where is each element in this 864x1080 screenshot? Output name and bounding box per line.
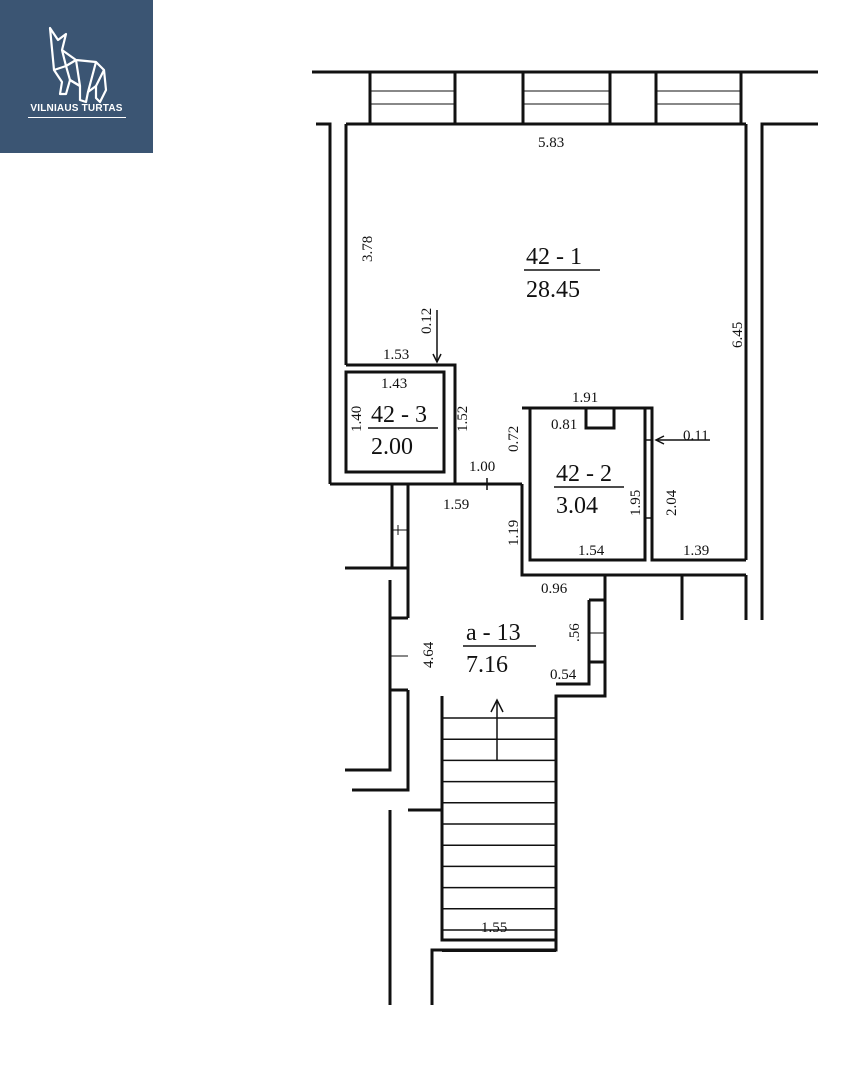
dimension-marks — [432, 310, 710, 490]
dim-label: 0.81 — [551, 417, 577, 433]
dim-label: 6.45 — [730, 322, 746, 348]
dim-label: 1.00 — [469, 459, 495, 475]
dim-label: 1.43 — [381, 376, 407, 392]
dim-label: 1.40 — [349, 406, 365, 432]
room-area: 7.16 — [466, 652, 508, 678]
dim-label: 1.53 — [383, 347, 409, 363]
dim-label: 1.95 — [628, 490, 644, 516]
dimension-labels: 5.83 3.78 6.45 0.12 1.53 1.43 1.40 1.52 … — [349, 135, 746, 936]
window — [521, 70, 612, 126]
room-42-2-walls — [520, 406, 746, 600]
dim-label: 1.91 — [572, 390, 598, 406]
dim-label: 3.78 — [360, 236, 376, 262]
dim-label: 1.54 — [578, 543, 605, 559]
staircase — [442, 696, 558, 952]
dim-label: 2.04 — [664, 489, 680, 516]
window — [368, 70, 457, 126]
window — [654, 70, 743, 126]
dim-label: 1.39 — [683, 543, 709, 559]
dim-label: 1.59 — [443, 497, 469, 513]
dim-label: 5.83 — [538, 135, 564, 151]
brand-name: VILNIAUS TURTAS — [30, 103, 123, 114]
dim-label: 0.96 — [541, 581, 568, 597]
dim-label: .56 — [567, 623, 583, 642]
corridor-a-13-walls — [345, 484, 607, 1005]
dim-label: 1.52 — [455, 406, 471, 432]
brand-logo: VILNIAUS TURTAS — [0, 0, 153, 153]
room-label-a-13: a - 13 7.16 — [463, 620, 536, 678]
dim-label: 4.64 — [421, 641, 437, 668]
room-label-42-1: 42 - 1 28.45 — [524, 244, 600, 303]
right-stub-walls — [605, 573, 748, 620]
room-id: 42 - 3 — [371, 402, 427, 428]
dim-label: 0.72 — [506, 426, 522, 452]
room-label-42-2: 42 - 2 3.04 — [554, 461, 624, 519]
room-area: 2.00 — [371, 434, 413, 460]
dim-label: 0.11 — [683, 428, 709, 444]
dim-label: 1.55 — [481, 920, 507, 936]
brand-underline — [28, 117, 126, 118]
room-id: 42 - 2 — [556, 461, 612, 487]
room-label-42-3: 42 - 3 2.00 — [368, 402, 438, 460]
room-id: 42 - 1 — [526, 244, 582, 270]
wolf-howling-icon — [48, 26, 108, 104]
dim-label: 0.12 — [419, 308, 435, 334]
stair-direction-arrow — [490, 698, 504, 760]
dim-label: 0.54 — [550, 667, 577, 683]
room-area: 3.04 — [556, 493, 598, 519]
room-id: a - 13 — [466, 620, 521, 646]
room-area: 28.45 — [526, 277, 580, 303]
dim-label: 1.19 — [506, 520, 522, 546]
